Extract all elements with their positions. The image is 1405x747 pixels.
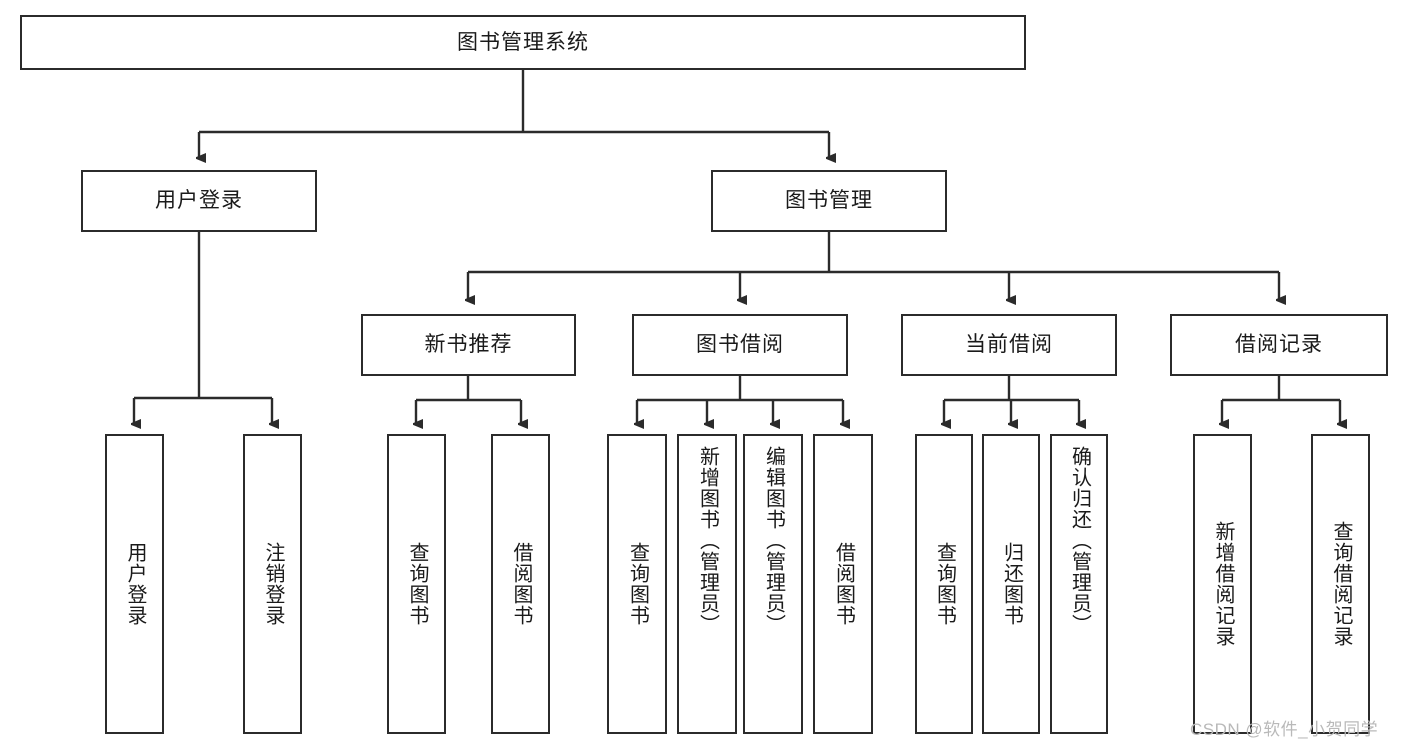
leaf-borrow-record-query[interactable]: 查询借阅记录 <box>1311 434 1370 734</box>
node-user-login-label: 用户登录 <box>155 189 243 213</box>
leaf-user-login-logout[interactable]: 注销登录 <box>243 434 302 734</box>
node-user-login[interactable]: 用户登录 <box>81 170 317 232</box>
node-borrow-record[interactable]: 借阅记录 <box>1170 314 1388 376</box>
node-new-book-recommend[interactable]: 新书推荐 <box>361 314 576 376</box>
leaf-borrow-record-add[interactable]: 新增借阅记录 <box>1193 434 1252 734</box>
leaf-label: 查询图书 <box>406 542 428 626</box>
leaf-current-borrow-confirm-return[interactable]: 确认归还（管理员） <box>1050 434 1108 734</box>
node-new-book-recommend-label: 新书推荐 <box>424 333 513 357</box>
csdn-watermark: CSDN @软件_小贺同学 <box>1190 720 1379 739</box>
node-book-management[interactable]: 图书管理 <box>711 170 947 232</box>
leaf-book-borrow-add[interactable]: 新增图书（管理员） <box>677 434 737 734</box>
leaf-book-borrow-edit[interactable]: 编辑图书（管理员） <box>743 434 803 734</box>
leaf-book-borrow-borrow[interactable]: 借阅图书 <box>813 434 873 734</box>
leaf-label: 查询图书 <box>933 542 956 626</box>
node-current-borrow-label: 当前借阅 <box>965 333 1053 357</box>
node-root[interactable]: 图书管理系统 <box>20 15 1026 70</box>
leaf-current-borrow-return[interactable]: 归还图书 <box>982 434 1040 734</box>
leaf-label: 新增图书（管理员） <box>696 446 719 635</box>
node-root-label: 图书管理系统 <box>457 30 589 54</box>
leaf-label: 编辑图书（管理员） <box>762 446 785 635</box>
node-book-borrow-label: 图书借阅 <box>696 333 784 357</box>
node-current-borrow[interactable]: 当前借阅 <box>901 314 1117 376</box>
node-borrow-record-label: 借阅记录 <box>1235 333 1323 357</box>
leaf-book-borrow-query[interactable]: 查询图书 <box>607 434 667 734</box>
leaf-label: 新增借阅记录 <box>1212 521 1234 647</box>
leaf-new-book-query[interactable]: 查询图书 <box>387 434 446 734</box>
leaf-label: 确认归还（管理员） <box>1068 446 1091 635</box>
leaf-label: 借阅图书 <box>832 542 855 626</box>
leaf-label: 归还图书 <box>1000 542 1023 626</box>
node-book-borrow[interactable]: 图书借阅 <box>632 314 848 376</box>
leaf-user-login-login[interactable]: 用户登录 <box>105 434 164 734</box>
leaf-label: 注销登录 <box>262 542 284 626</box>
leaf-label: 查询借阅记录 <box>1330 521 1352 647</box>
leaf-label: 用户登录 <box>124 542 146 626</box>
leaf-label: 借阅图书 <box>510 542 532 626</box>
leaf-label: 查询图书 <box>626 542 649 626</box>
leaf-new-book-borrow[interactable]: 借阅图书 <box>491 434 550 734</box>
node-book-management-label: 图书管理 <box>785 189 873 213</box>
leaf-current-borrow-query[interactable]: 查询图书 <box>915 434 973 734</box>
